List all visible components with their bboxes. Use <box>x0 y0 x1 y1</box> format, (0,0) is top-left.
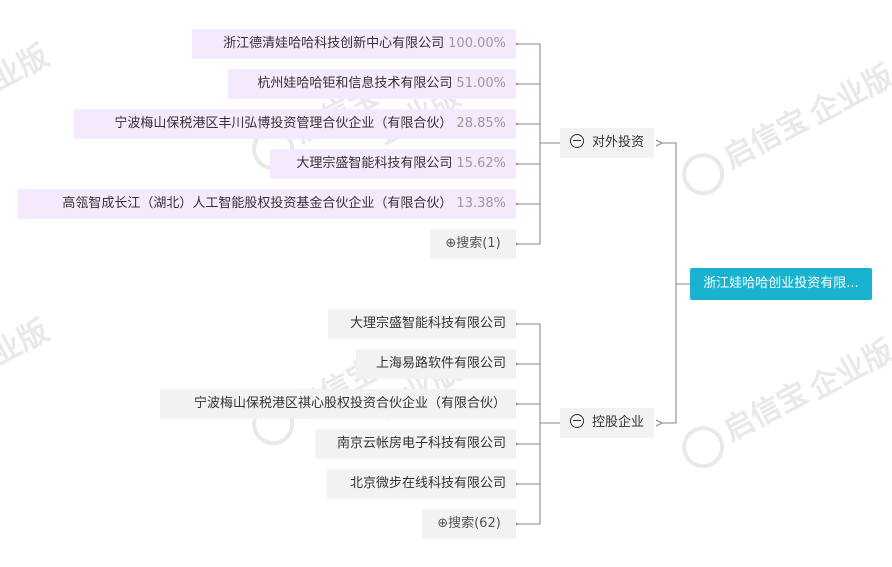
share-percent: 51.00% <box>456 76 506 91</box>
investment-node[interactable]: 高瓴智成长江（湖北）人工智能股权投资基金合伙企业（有限合伙）13.38% <box>18 189 516 219</box>
branch-label: 对外投资 <box>592 135 645 150</box>
company-name: 南京云帐房电子科技有限公司 <box>336 436 506 451</box>
share-percent: 100.00% <box>448 36 506 51</box>
company-name: 杭州娃哈哈钜和信息技术有限公司 <box>257 76 453 91</box>
holding-search-button[interactable]: ⊕搜索(62) <box>422 509 516 539</box>
company-name: 浙江德清娃哈哈科技创新中心有限公司 <box>223 36 445 51</box>
holding-node[interactable]: 宁波梅山保税港区祺心股权投资合伙企业（有限合伙） <box>160 389 516 419</box>
branch-label: 控股企业 <box>592 415 645 430</box>
company-name: 大理宗盛智能科技有限公司 <box>296 156 453 171</box>
company-name: 高瓴智成长江（湖北）人工智能股权投资基金合伙企业（有限合伙） <box>62 196 453 211</box>
collapse-minus-icon[interactable] <box>570 414 584 428</box>
branch-investment[interactable]: 对外投资 <box>560 128 655 158</box>
holding-node[interactable]: 上海易路软件有限公司 <box>356 349 516 379</box>
company-name: 宁波梅山保税港区丰川弘博投资管理合伙企业（有限合伙） <box>114 116 453 131</box>
company-name: 宁波梅山保税港区祺心股权投资合伙企业（有限合伙） <box>193 396 506 411</box>
holding-node[interactable]: 北京微步在线科技有限公司 <box>327 469 516 499</box>
holding-node[interactable]: 南京云帐房电子科技有限公司 <box>315 429 516 459</box>
company-name: 大理宗盛智能科技有限公司 <box>349 316 506 331</box>
company-name: 上海易路软件有限公司 <box>375 356 506 371</box>
investment-search-button[interactable]: ⊕搜索(1) <box>430 229 516 259</box>
root-company-node[interactable]: 浙江娃哈哈创业投资有限... <box>690 268 872 300</box>
collapse-minus-icon[interactable] <box>570 134 584 148</box>
share-percent: 13.38% <box>456 196 506 211</box>
branch-holding[interactable]: 控股企业 <box>560 408 655 438</box>
holding-node[interactable]: 大理宗盛智能科技有限公司 <box>328 309 516 339</box>
company-name: 北京微步在线科技有限公司 <box>349 476 506 491</box>
share-percent: 15.62% <box>456 156 506 171</box>
share-percent: 28.85% <box>456 116 506 131</box>
investment-node[interactable]: 宁波梅山保税港区丰川弘博投资管理合伙企业（有限合伙）28.85% <box>74 109 516 139</box>
